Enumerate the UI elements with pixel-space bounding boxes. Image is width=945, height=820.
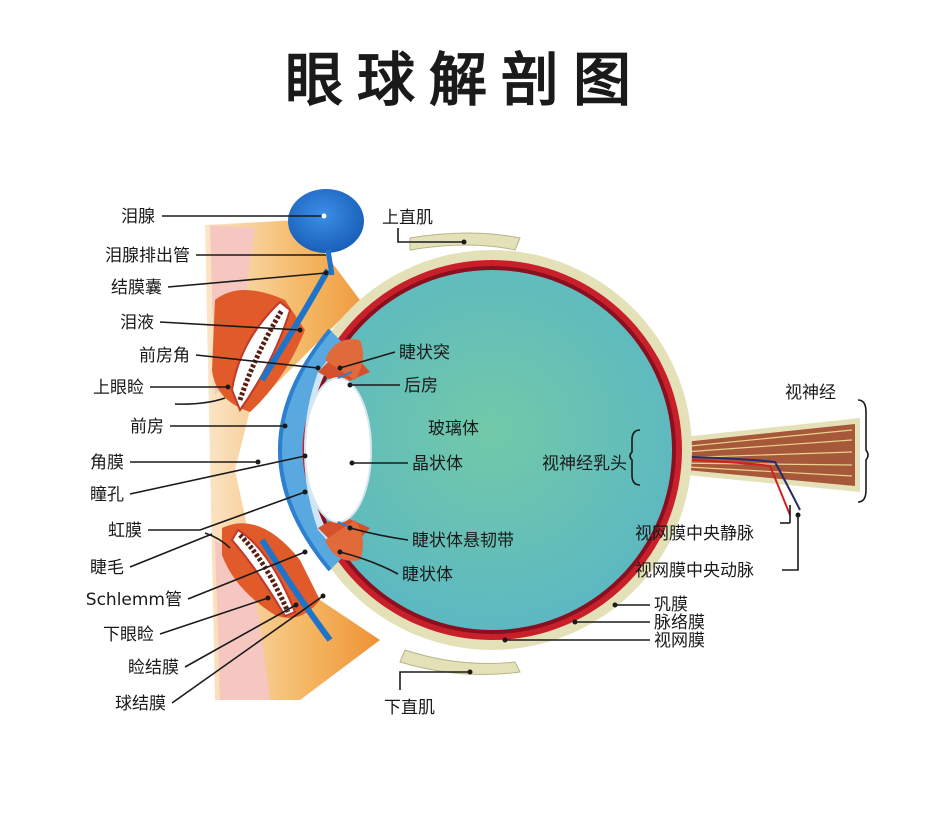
lens-shape	[304, 377, 372, 523]
optic-nerve-brace	[857, 399, 869, 503]
label-schlemm-canal: Schlemm管	[86, 590, 182, 610]
label-superior-rectus: 上直肌	[382, 208, 433, 228]
ciliary-body-upper	[325, 339, 364, 380]
label-posterior-chamber: 后房	[404, 376, 438, 396]
label-pupil: 瞳孔	[90, 485, 124, 505]
label-tears: 泪液	[120, 313, 154, 333]
label-ciliary-body: 睫状体	[402, 565, 453, 585]
label-inferior-rectus: 下直肌	[384, 698, 435, 718]
vitreous-chamber	[312, 270, 672, 630]
ciliary-body-lower	[325, 520, 364, 561]
label-choroid: 脉络膜	[654, 613, 705, 633]
optic-nerve-fiber-lines	[669, 429, 853, 477]
anterior-chamber-shape	[304, 345, 340, 555]
label-ciliary-process: 睫状突	[399, 343, 450, 363]
central-retinal-artery-vessel	[654, 457, 791, 516]
label-central-retinal-vein: 视网膜中央静脉	[635, 524, 754, 544]
right-leaders	[337, 228, 801, 690]
cornea-outline	[278, 328, 332, 572]
label-optic-nerve: 视神经	[785, 383, 836, 403]
label-lens: 晶状体	[412, 454, 463, 474]
label-lower-eyelid: 下眼睑	[103, 625, 154, 645]
label-lacrimal-duct: 泪腺排出管	[105, 246, 190, 266]
label-upper-eyelid: 上眼睑	[93, 378, 144, 398]
inferior-rectus-muscle	[399, 649, 521, 675]
label-cornea: 角膜	[90, 453, 124, 473]
label-lacrimal-gland: 泪腺	[121, 207, 155, 227]
left-leaders	[129, 213, 329, 704]
cornea-shape	[280, 330, 345, 570]
label-iris: 虹膜	[108, 521, 142, 541]
lower-meibomian	[238, 533, 291, 614]
label-vitreous-body: 玻璃体	[428, 419, 479, 439]
page-title: 眼球解剖图	[285, 46, 645, 114]
optic-disc-brace	[629, 429, 641, 486]
label-anterior-chamber: 前房	[130, 417, 164, 437]
central-retinal-vessels	[654, 455, 801, 511]
label-optic-disc: 视神经乳头	[542, 454, 627, 474]
label-palpebral-conjunctiva: 睑结膜	[128, 658, 179, 678]
label-bulbar-conjunctiva: 球结膜	[115, 694, 166, 714]
label-retina: 视网膜	[654, 631, 705, 651]
label-central-retinal-artery: 视网膜中央动脉	[635, 561, 754, 581]
label-eyelash: 睫毛	[90, 558, 124, 578]
label-anterior-chamber-angle: 前房角	[139, 346, 190, 366]
lower-eyelid-skin-strip	[215, 540, 270, 700]
label-zonule: 睫状体悬韧带	[412, 531, 514, 551]
lacrimal-gland-shape	[288, 189, 364, 253]
label-sclera: 巩膜	[654, 595, 688, 615]
conjunctiva	[259, 268, 333, 642]
lacrimal-duct-shape	[325, 249, 335, 276]
label-conjunctival-sac: 结膜囊	[111, 278, 162, 298]
